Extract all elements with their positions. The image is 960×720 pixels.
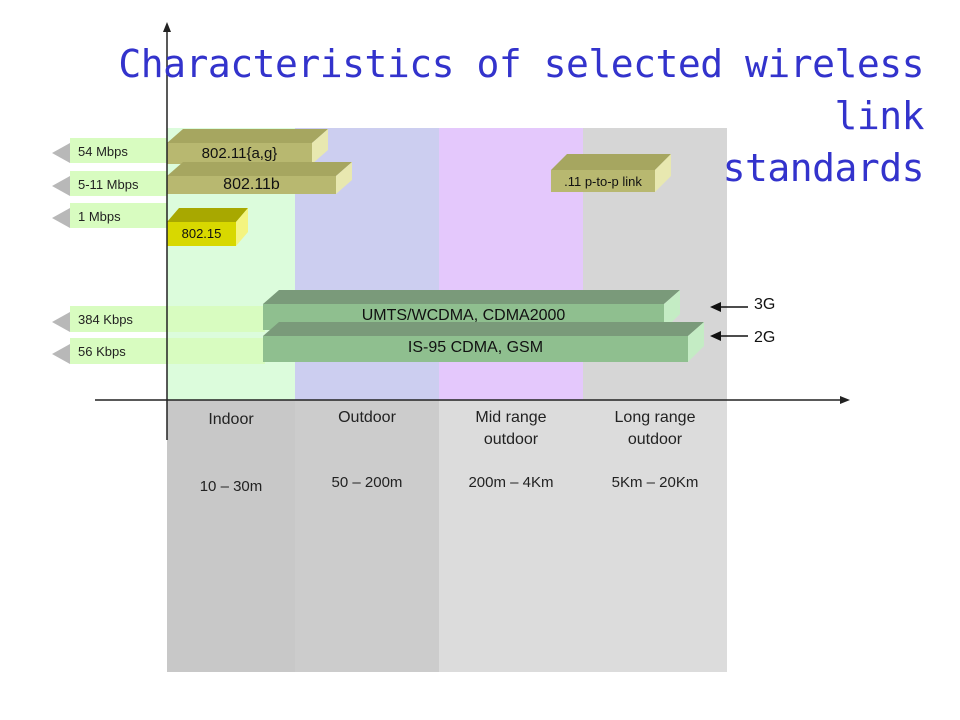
column-label-indoor: Indoor	[208, 411, 254, 428]
bar-label-802-11ag: 802.11{a,g}	[201, 145, 278, 162]
arrow-3g	[710, 302, 748, 312]
rate-label-54mbps: 54 Mbps	[78, 144, 128, 159]
rate-label-384kbps: 384 Kbps	[78, 312, 133, 327]
bar-802-15	[167, 208, 248, 246]
range-label-indoor: 10 – 30m	[199, 478, 263, 495]
bar-label-umts: UMTS/WCDMA, CDMA2000	[361, 307, 566, 324]
bar-802-11b	[167, 162, 352, 194]
range-label-outdoor: 50 – 200m	[331, 474, 403, 491]
column-bg-outdoor-bottom	[295, 400, 439, 672]
bar-is95	[263, 322, 704, 362]
bar-802-11ag	[167, 129, 328, 164]
gen-label-3g: 3G	[754, 296, 776, 313]
rate-tab-1mbps	[52, 203, 167, 228]
page-title: Characteristics of selected wireless lin…	[118, 38, 924, 194]
title-line-1: Characteristics of selected wireless lin…	[118, 42, 924, 138]
bar-label-802-11b: 802.11b	[223, 176, 280, 193]
rate-label-5-11mbps: 5-11 Mbps	[78, 177, 139, 192]
range-label-long-range: 5Km – 20Km	[611, 474, 699, 491]
range-label-mid-range: 200m – 4Km	[468, 474, 554, 491]
column-label-mid-range: Mid range outdoor	[475, 409, 547, 448]
bar-label-is95: IS-95 CDMA, GSM	[407, 339, 544, 356]
rate-tab-54mbps	[52, 138, 167, 163]
rate-tab-5-11mbps	[52, 171, 167, 196]
gen-label-2g: 2G	[754, 329, 776, 346]
bar-p-to-p-link	[551, 154, 671, 192]
axes	[95, 22, 850, 440]
arrow-2g	[710, 331, 748, 341]
column-bg-long-bottom	[583, 400, 727, 672]
column-bg-indoor-bottom	[167, 400, 295, 672]
column-label-outdoor: Outdoor	[338, 409, 396, 426]
bar-label-p-to-p-link: .11 p-to-p link	[564, 174, 642, 189]
rate-label-56kbps: 56 Kbps	[78, 344, 126, 359]
bar-label-802-15: 802.15	[181, 226, 222, 241]
rate-label-1mbps: 1 Mbps	[78, 209, 121, 224]
title-line-2: standards	[722, 146, 925, 190]
column-bg-mid-bottom	[439, 400, 583, 672]
column-label-long-range: Long range outdoor	[614, 409, 696, 448]
